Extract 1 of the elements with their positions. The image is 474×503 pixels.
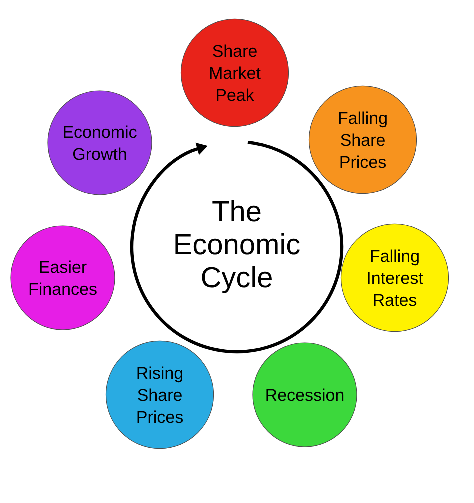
cycle-label: The Economic Cycle <box>176 200 300 294</box>
